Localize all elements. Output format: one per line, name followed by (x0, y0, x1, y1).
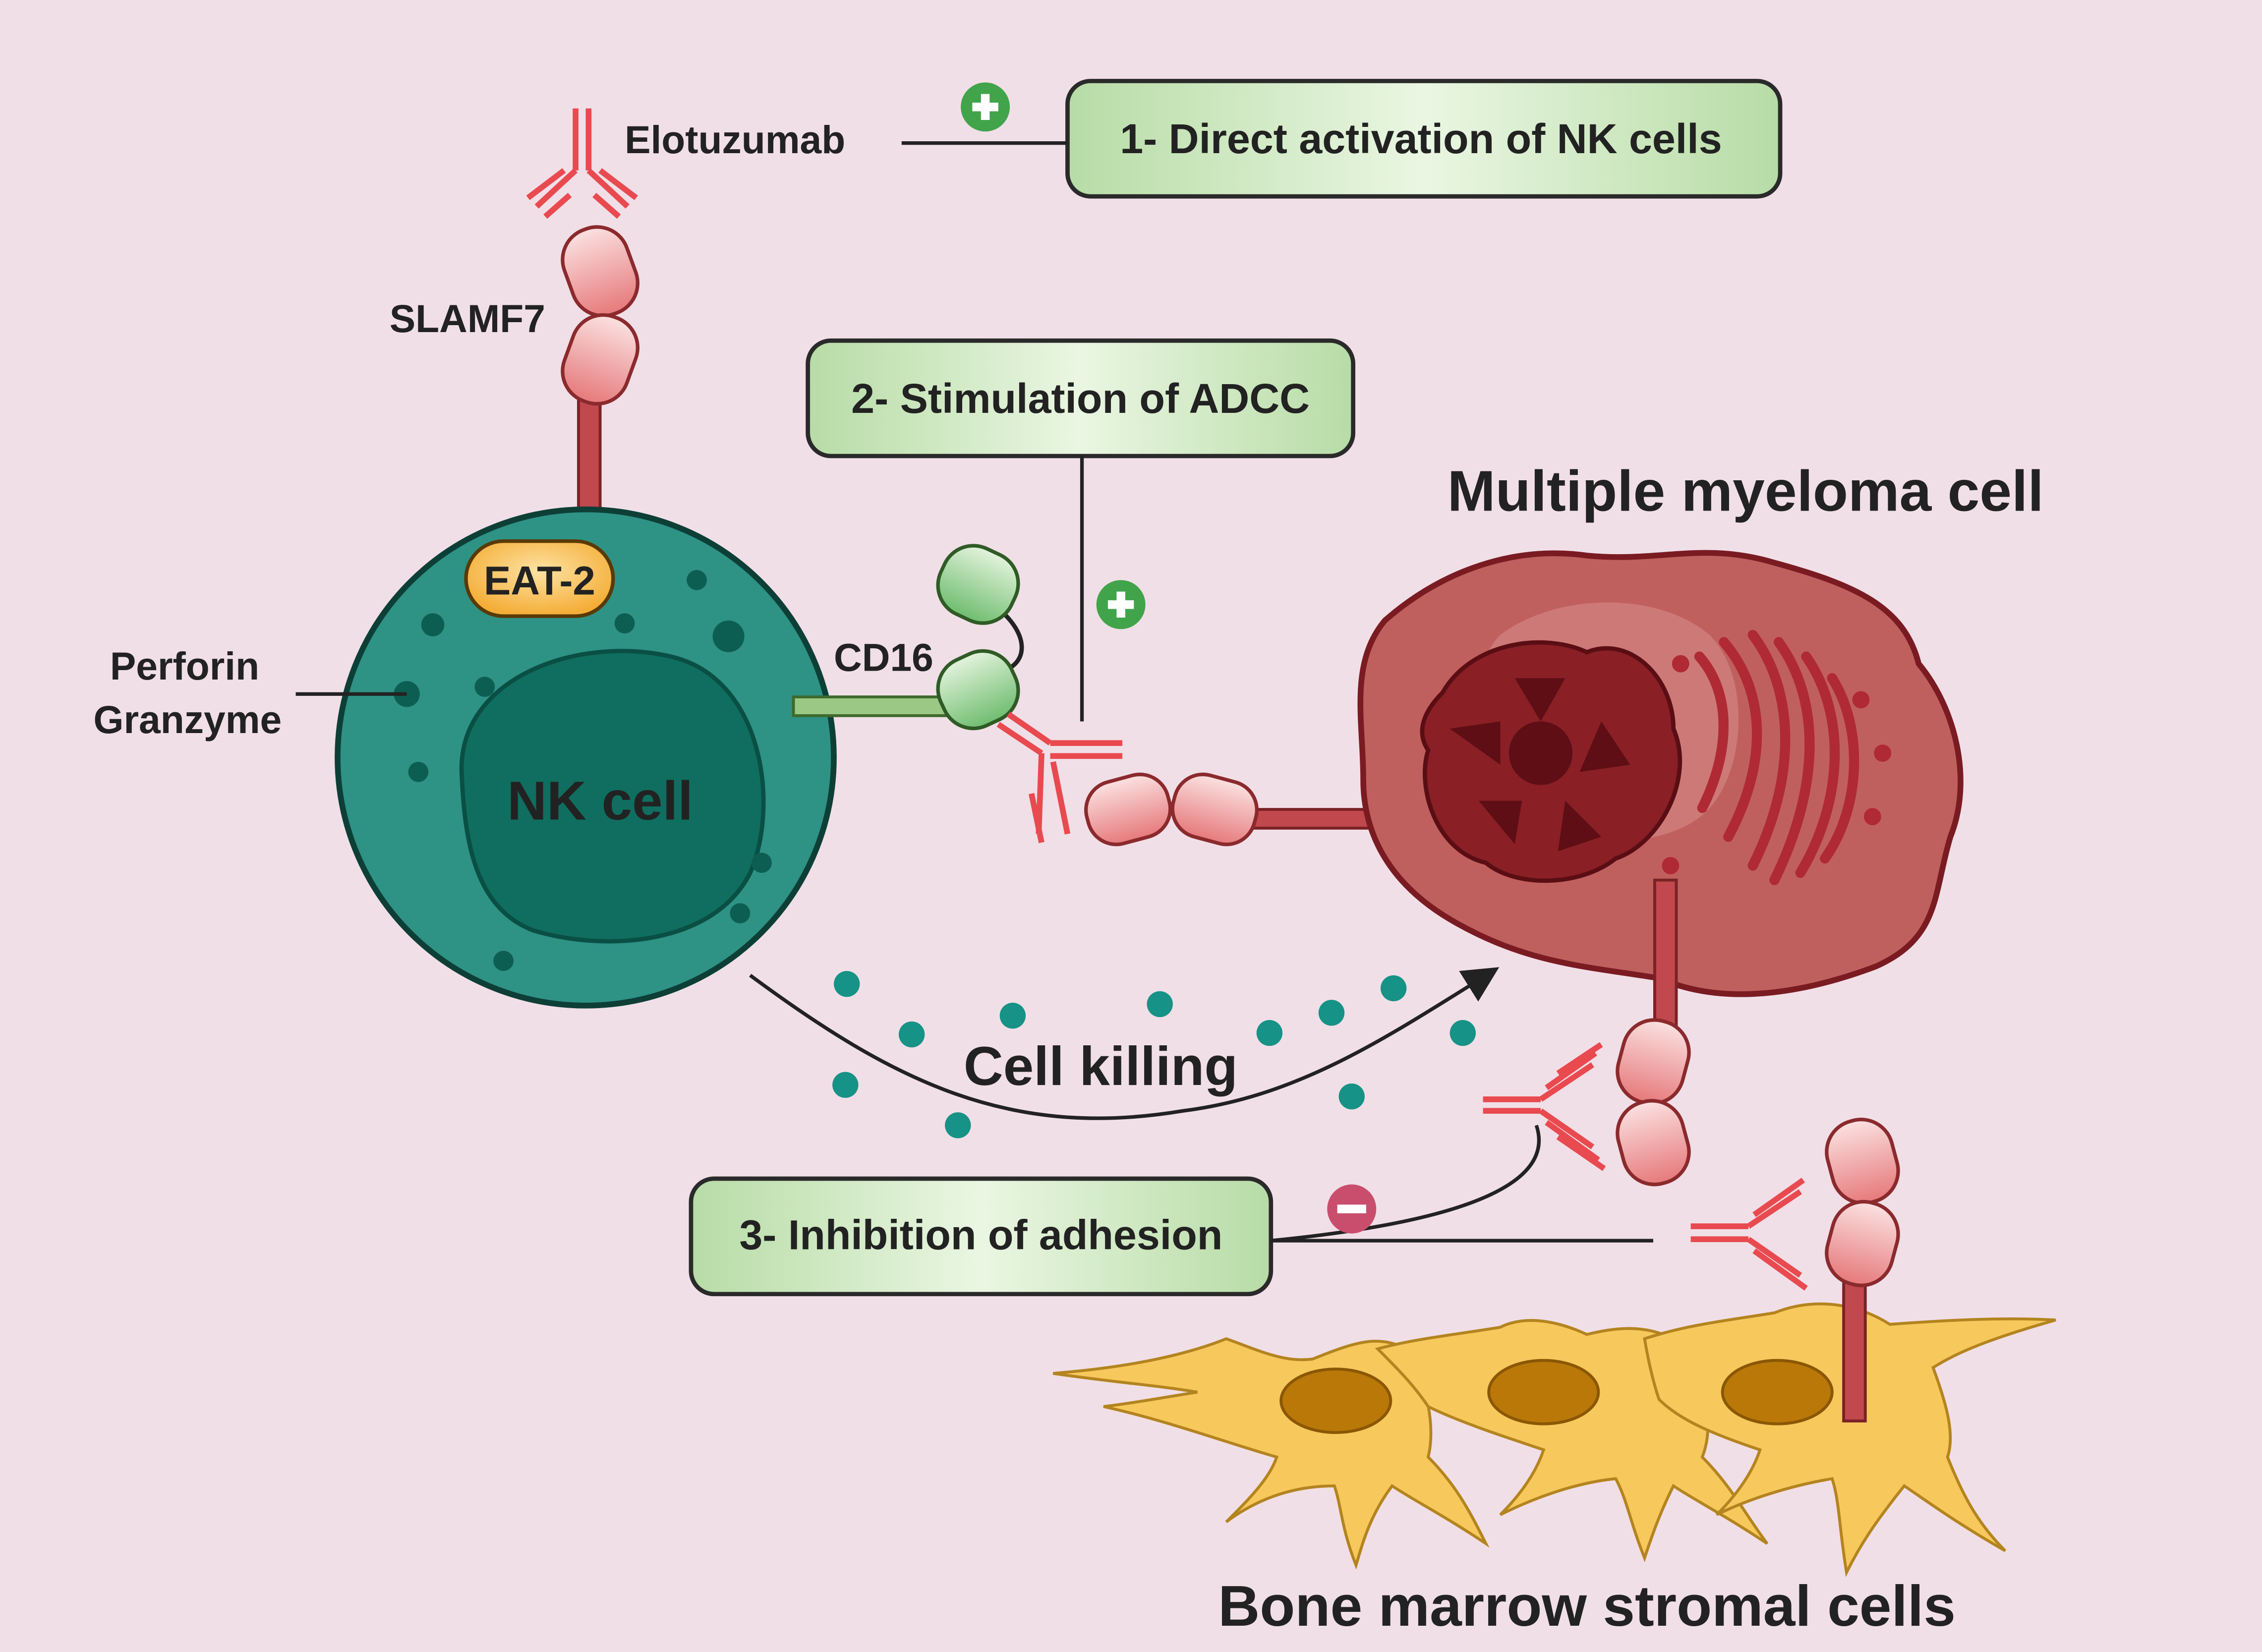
slamf7-domain (561, 225, 639, 318)
perforin-label: Perforin (110, 644, 259, 688)
granzyme-label: Granzyme (93, 698, 282, 741)
mechanism-2-label: 2- Stimulation of ADCC (851, 375, 1310, 422)
stromal-title: Bone marrow stromal cells (1218, 1574, 1956, 1638)
myeloma-cell (1357, 550, 1964, 997)
elotuzumab-label: Elotuzumab (625, 118, 845, 162)
cell-killing-label: Cell killing (964, 1036, 1238, 1097)
mechanism-3-label: 3- Inhibition of adhesion (739, 1212, 1222, 1258)
slamf7-domain (561, 313, 639, 406)
slamf7-domain (1616, 1018, 1691, 1106)
elotuzumab-antibody-icon (526, 108, 638, 219)
mechanism-box-1: 1- Direct activation of NK cells (1065, 79, 1783, 199)
slamf7-domain (1170, 772, 1259, 847)
cd16-domain (936, 544, 1020, 625)
slamf7-label: SLAMF7 (390, 297, 545, 341)
slamf7-domain (1825, 1199, 1900, 1288)
connector-line (1271, 1125, 1541, 1243)
eat2-label: EAT-2 (484, 558, 595, 603)
slamf7-stalk (1842, 1275, 1867, 1423)
cell-killing-arrow (749, 967, 1500, 1120)
myeloma-title: Multiple myeloma cell (1448, 459, 2044, 523)
nk-cell (335, 506, 837, 1009)
minus-icon (1327, 1184, 1377, 1234)
cd16-stalk (792, 695, 954, 717)
cd16-label: CD16 (834, 636, 933, 680)
mechanism-box-2: 2- Stimulation of ADCC (806, 338, 1356, 458)
mechanism-box-3: 3- Inhibition of adhesion (689, 1176, 1274, 1297)
adhesion-antibody-icon (1690, 1178, 1808, 1291)
slamf7-domain (1825, 1118, 1900, 1205)
adhesion-antibody-icon (1483, 1042, 1606, 1171)
adcc-antibody-icon (996, 712, 1123, 844)
cd16-domain (936, 649, 1020, 731)
granule-dots (832, 970, 1476, 1139)
slamf7-domain (1616, 1099, 1691, 1187)
eat2-adaptor (464, 539, 615, 618)
plus-icon (961, 82, 1010, 132)
plus-icon (1096, 580, 1146, 629)
mechanism-1-label: 1- Direct activation of NK cells (1120, 115, 1722, 162)
slamf7-stalk (1653, 878, 1678, 1040)
nk-cell-label: NK cell (507, 770, 693, 831)
stromal-cells (1052, 1302, 2056, 1577)
slamf7-domain (1084, 772, 1172, 847)
